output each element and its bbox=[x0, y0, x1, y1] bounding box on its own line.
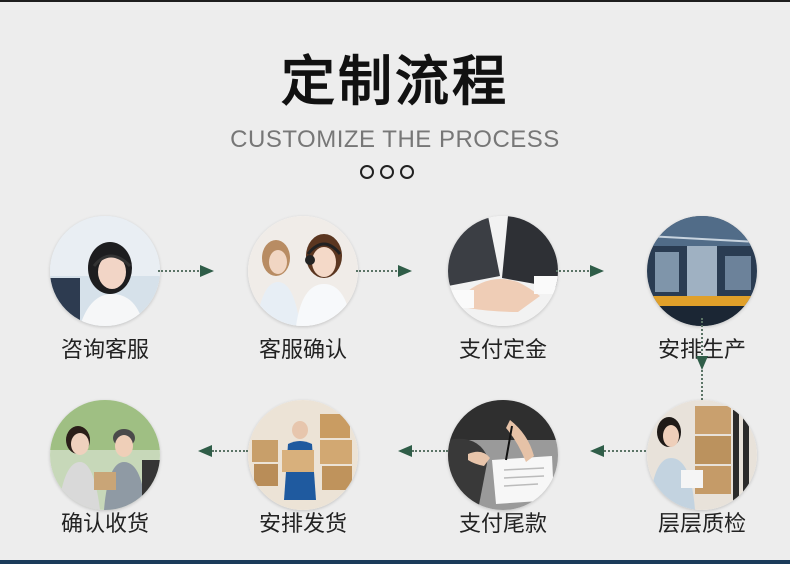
bottom-border bbox=[0, 560, 790, 564]
page-title: 定制流程 bbox=[281, 50, 509, 113]
connector-line bbox=[604, 450, 646, 452]
warehouse-shipping-photo-icon bbox=[248, 400, 358, 510]
step-label: 支付定金 bbox=[458, 338, 547, 363]
step-label: 层层质检 bbox=[657, 512, 746, 537]
quality-inspection-photo-icon bbox=[647, 400, 757, 510]
arrow-left-icon bbox=[198, 445, 212, 457]
connector-line bbox=[212, 450, 248, 452]
page-subtitle: CUSTOMIZE THE PROCESS bbox=[230, 126, 560, 153]
step-label: 支付尾款 bbox=[458, 512, 547, 537]
arrow-down-icon bbox=[696, 356, 708, 370]
delivery-receipt-photo-icon bbox=[50, 400, 160, 510]
arrow-left-icon bbox=[590, 445, 604, 457]
step-image-final-payment bbox=[448, 400, 558, 510]
step-label: 客服确认 bbox=[258, 338, 347, 363]
connector-line bbox=[701, 318, 703, 358]
step-image-deposit bbox=[448, 216, 558, 326]
step-image-consult bbox=[50, 216, 160, 326]
arrow-right-icon bbox=[398, 265, 412, 277]
step-label: 咨询客服 bbox=[60, 338, 149, 363]
factory-production-photo-icon bbox=[647, 216, 757, 326]
call-center-photo-icon bbox=[248, 216, 358, 326]
signing-contract-photo-icon bbox=[448, 400, 558, 510]
step-label: 确认收货 bbox=[60, 512, 149, 537]
connector-line bbox=[701, 370, 703, 400]
top-border bbox=[0, 0, 790, 2]
arrow-right-icon bbox=[590, 265, 604, 277]
connector-line bbox=[412, 450, 448, 452]
customer-service-photo-icon bbox=[50, 216, 160, 326]
step-image-receipt bbox=[50, 400, 160, 510]
step-image-production bbox=[647, 216, 757, 326]
decorative-dots bbox=[360, 165, 420, 181]
arrow-right-icon bbox=[200, 265, 214, 277]
connector-line bbox=[556, 270, 592, 272]
connector-line bbox=[356, 270, 400, 272]
handshake-photo-icon bbox=[448, 216, 558, 326]
step-image-inspection bbox=[647, 400, 757, 510]
arrow-left-icon bbox=[398, 445, 412, 457]
connector-line bbox=[158, 270, 202, 272]
step-label: 安排发货 bbox=[258, 512, 347, 537]
step-image-shipping bbox=[248, 400, 358, 510]
step-image-confirm bbox=[248, 216, 358, 326]
